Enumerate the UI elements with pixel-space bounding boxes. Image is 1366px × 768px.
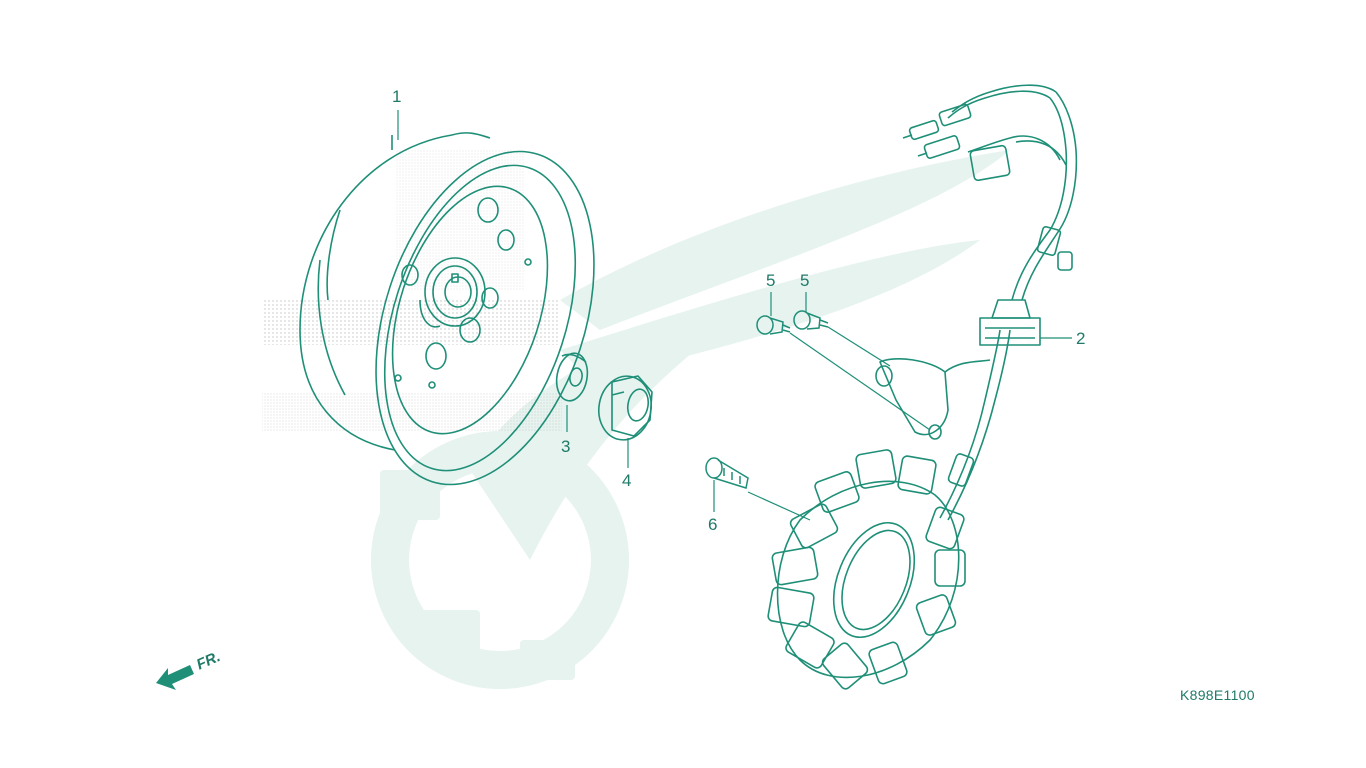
- callout-5a: 5: [766, 271, 776, 290]
- callout-6: 6: [708, 515, 718, 534]
- flywheel: [299, 132, 595, 486]
- callout-5b: 5: [800, 271, 810, 290]
- washer: [555, 352, 589, 402]
- callout-4: 4: [622, 471, 632, 490]
- bolt-5b: [793, 310, 829, 330]
- callout-2: 2: [1076, 329, 1086, 348]
- alignment-lines: [747, 326, 931, 521]
- front-direction-arrow: [156, 665, 194, 690]
- flange-nut: [597, 375, 653, 441]
- watermark-logo: [371, 150, 1010, 689]
- bolt-5a: [756, 315, 791, 335]
- callout-3: 3: [561, 437, 571, 456]
- leader-lines: [397, 110, 1072, 512]
- diagram-code: K898E1100: [1180, 687, 1255, 703]
- stator-assembly: [767, 84, 1078, 690]
- callout-1: 1: [392, 87, 402, 106]
- dotted-watermark: [262, 150, 562, 432]
- bolt-6: [705, 457, 749, 489]
